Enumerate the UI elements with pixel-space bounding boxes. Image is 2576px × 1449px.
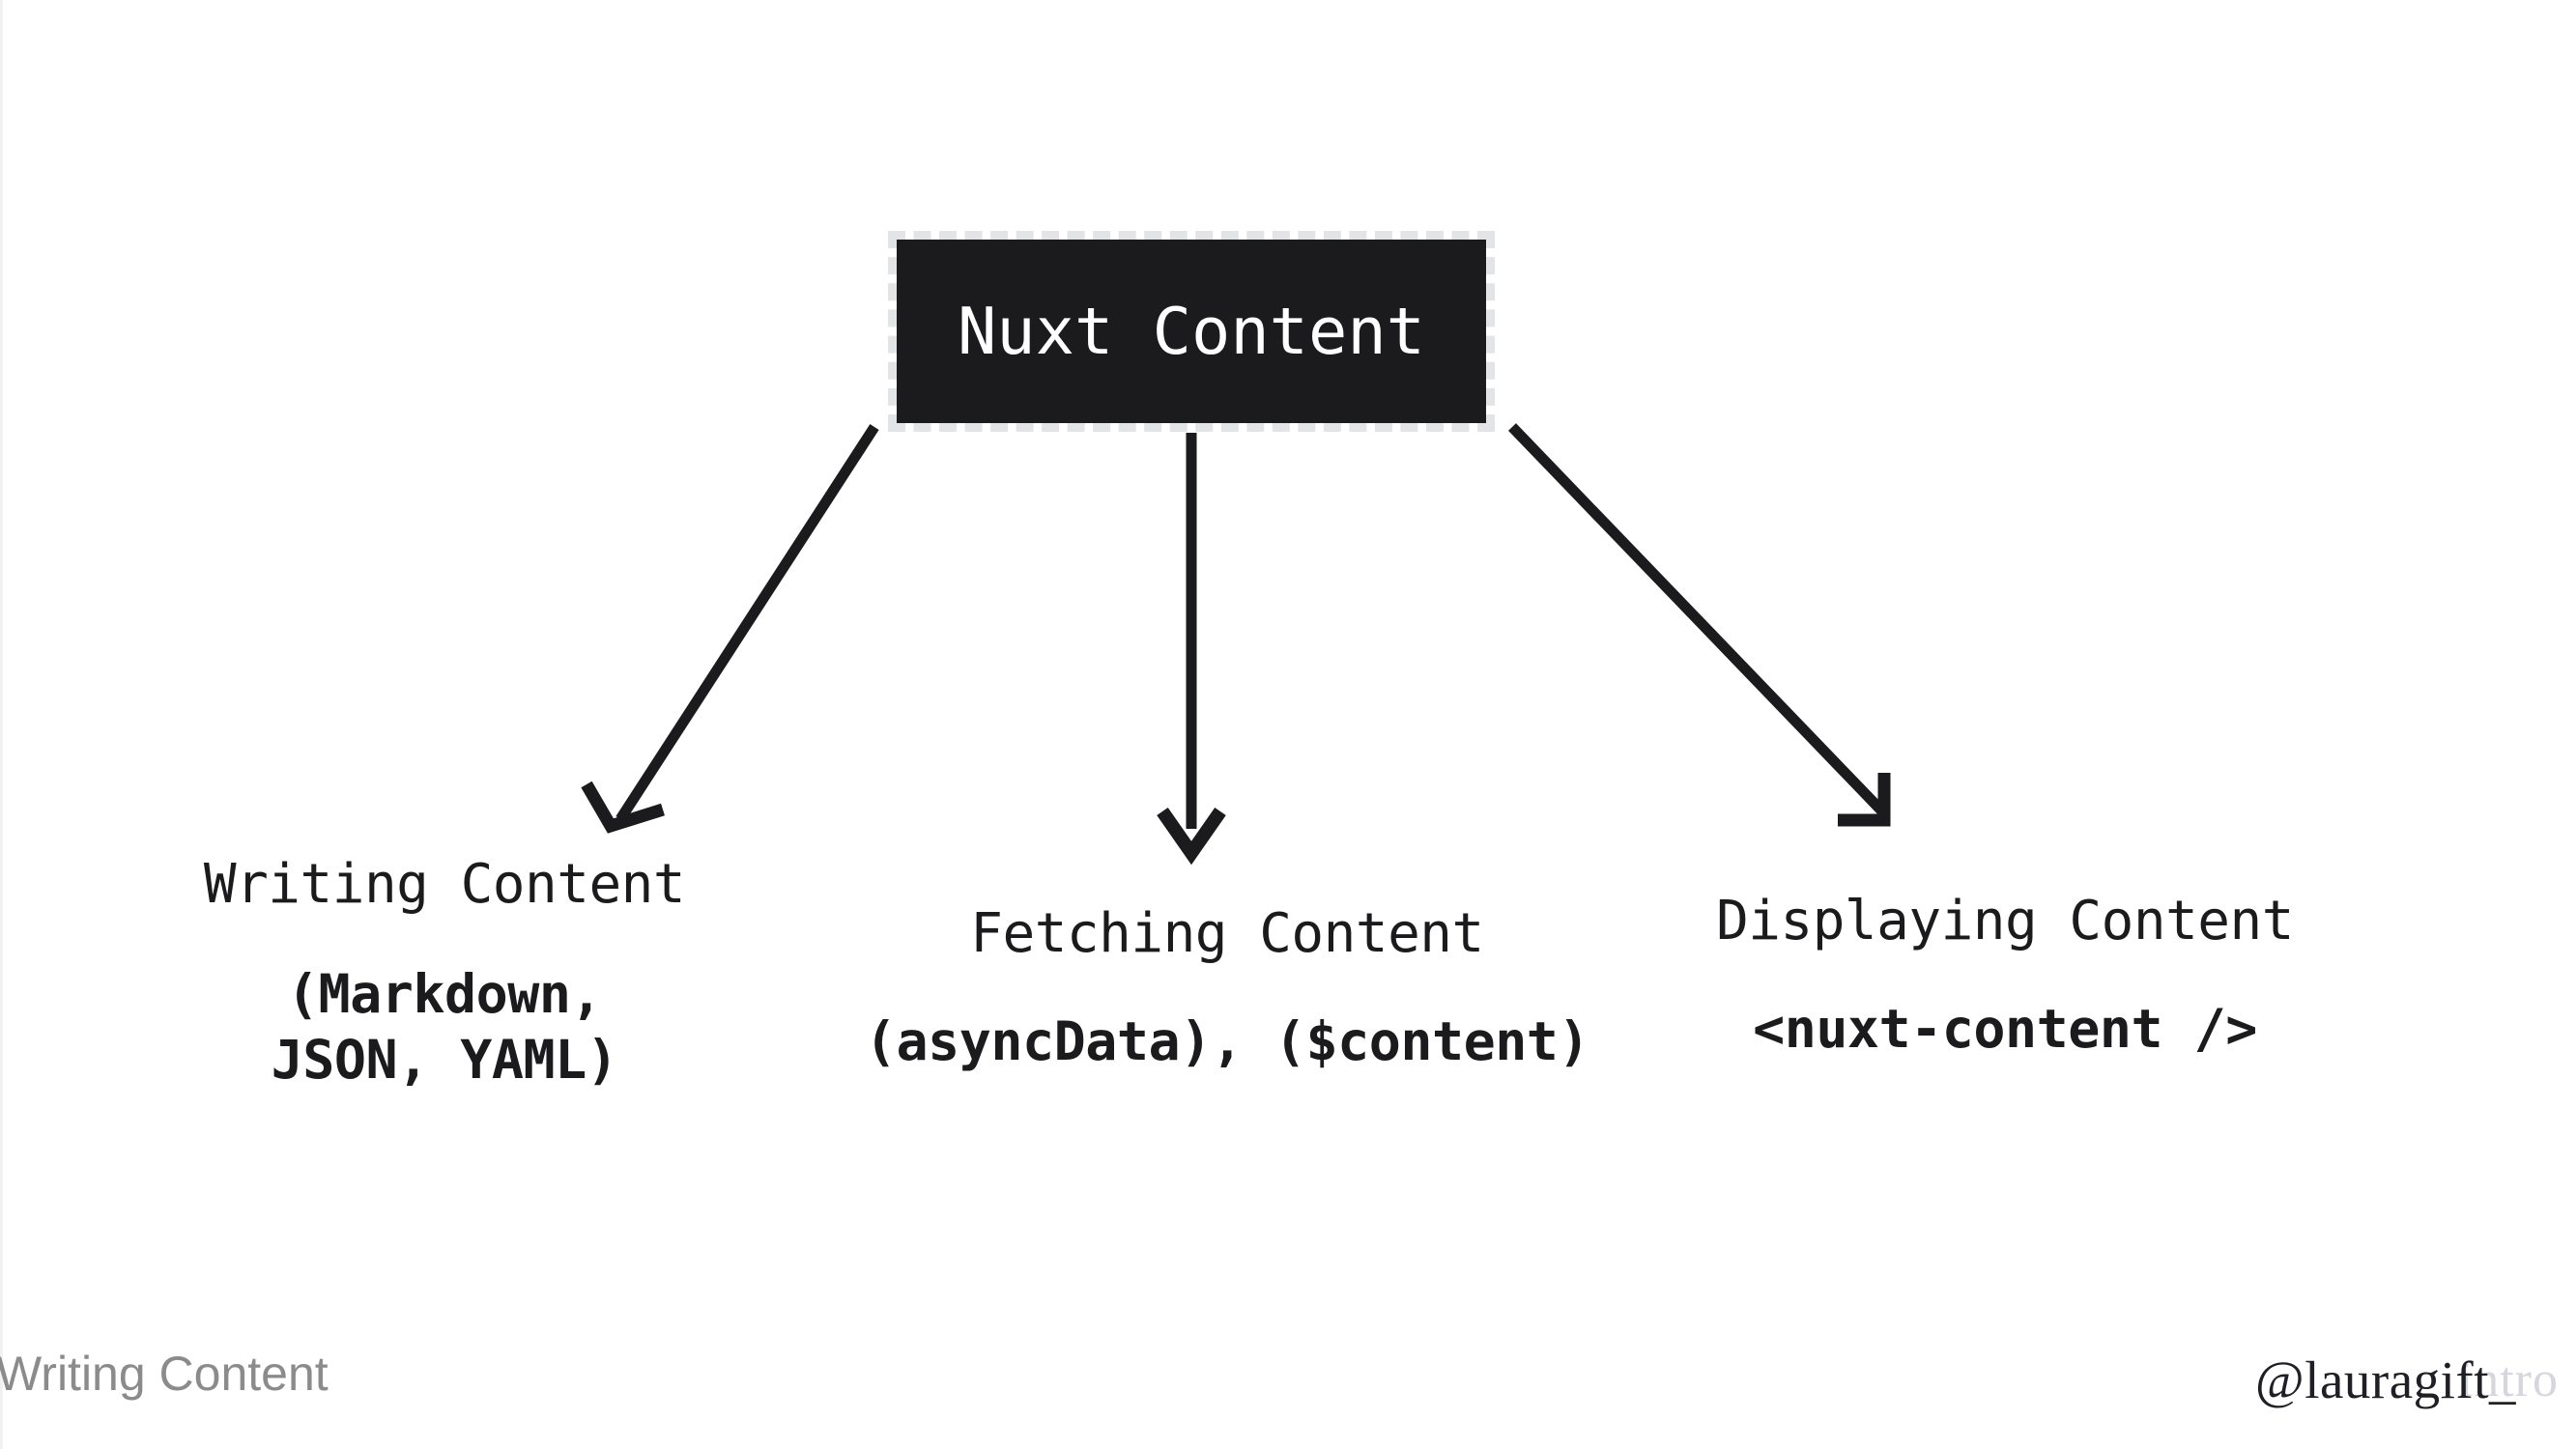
branch-writing-content: Writing Content (Markdown, JSON, YAML) [106,816,783,1130]
branch-fetching-title: Fetching Content [970,901,1484,965]
down-arrow [1157,433,1226,866]
left-edge-strip [0,0,3,1449]
branch-displaying-title: Displaying Content [1716,889,2294,952]
branch-displaying-content: Displaying Content <nuxt-content /> [1623,853,2387,1096]
root-node-label: Nuxt Content [957,293,1426,369]
down-left-arrow [581,424,879,834]
footer-handle-ghost-text: intro [2458,1352,2559,1407]
footer-handle: @lauragift_ [2255,1350,2516,1409]
footer-handle-group: intro @lauragift_ [2064,1345,2566,1414]
branch-writing-title: Writing Content [203,852,686,916]
branch-fetching-content: Fetching Content (asyncData), ($content) [792,866,1662,1109]
branch-fetching-subtitle: (asyncData), ($content) [864,1009,1590,1072]
down-right-arrow [1508,423,1891,827]
root-node-nuxt-content[interactable]: Nuxt Content [888,231,1495,432]
footer-section-label: Writing Content [0,1347,329,1401]
branch-writing-subtitle: (Markdown, JSON, YAML) [271,962,618,1092]
branch-displaying-subtitle: <nuxt-content /> [1753,997,2257,1060]
